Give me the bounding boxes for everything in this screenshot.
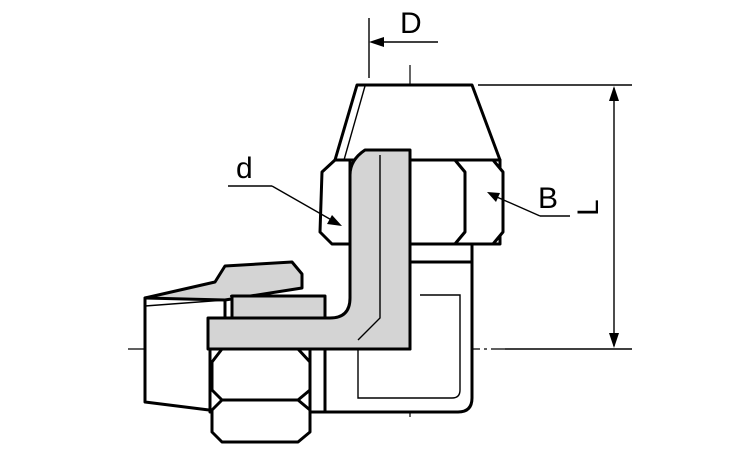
side-thread-band: [308, 347, 327, 414]
dim-L-arrowhead-top: [609, 86, 619, 101]
dim-B-leader: [489, 193, 541, 217]
dim-d-leader: [271, 185, 336, 223]
top-nut-face-right: [453, 158, 505, 246]
dim-L-arrowhead-bottom: [609, 333, 619, 348]
elbow-body-inner-line: [357, 294, 461, 399]
dim-B-arrowhead: [487, 192, 500, 202]
dim-d-arrowhead: [327, 215, 342, 226]
label-D: D: [400, 7, 422, 40]
top-nut-left-hex: [318, 158, 352, 246]
side-nut-face-upper: [210, 347, 312, 402]
side-nut-face-lower: [210, 398, 312, 444]
top-flare-nut-cone: [333, 83, 502, 162]
top-cone-edge-line: [343, 85, 366, 161]
tube-inner-line: [357, 155, 381, 341]
label-d: d: [236, 152, 253, 185]
top-nut-face-left: [408, 158, 467, 246]
label-L: L: [572, 199, 605, 216]
dim-D-arrowhead: [369, 37, 384, 47]
side-tube-flare: [230, 294, 327, 320]
top-thread-band: [408, 242, 474, 264]
side-nut-upper-sleeve: [143, 260, 304, 302]
label-B: B: [538, 182, 558, 215]
